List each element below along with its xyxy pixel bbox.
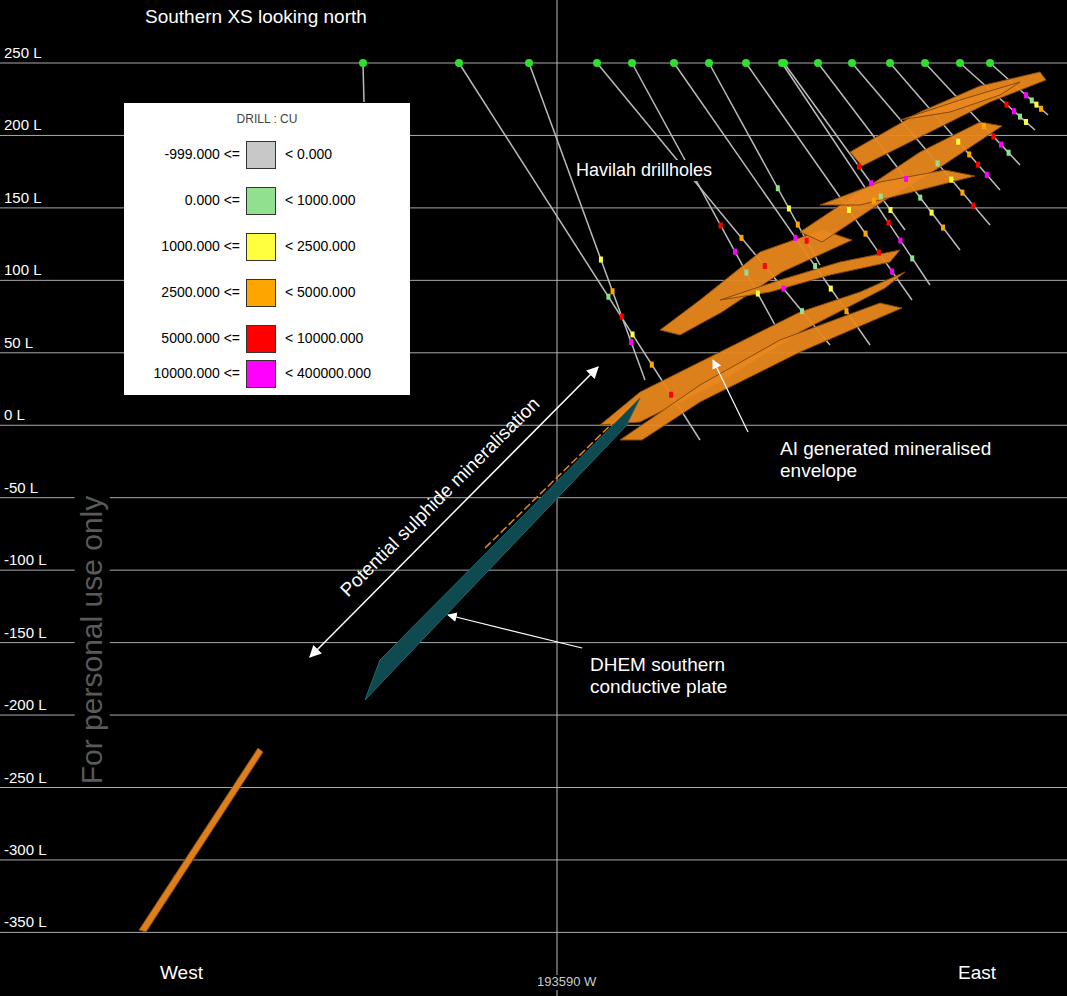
legend-swatch: [246, 187, 276, 215]
legend-range: < 1000.000: [283, 192, 357, 208]
level-label: 150 L: [4, 189, 42, 206]
legend-text: 1000.000 <=: [161, 238, 240, 254]
legend-range: < 400000.000: [283, 365, 373, 381]
drillholes: [359, 59, 1048, 440]
direction-label: West: [160, 962, 203, 984]
level-label: 50 L: [4, 334, 33, 351]
legend-range: < 0.000: [283, 146, 334, 162]
level-label: -350 L: [4, 913, 47, 930]
legend-title: DRILL : CU: [235, 113, 300, 127]
legend-text: -999.000 <=: [164, 146, 240, 162]
legend-swatch: [246, 279, 276, 307]
direction-label: East: [958, 962, 996, 984]
level-label: -300 L: [4, 841, 47, 858]
level-label: 250 L: [4, 44, 42, 61]
legend-swatch: [246, 233, 276, 261]
level-grid: [0, 63, 1067, 932]
legend-text: 10000.000 <=: [154, 365, 240, 381]
callout-label: Havilah drillholes: [574, 160, 714, 181]
watermark: For personal use only: [75, 494, 110, 787]
legend-range: < 2500.000: [283, 238, 357, 254]
level-label: -250 L: [4, 769, 47, 786]
easting-label: 193590 W: [535, 975, 598, 990]
legend-text: 0.000 <=: [185, 192, 240, 208]
section-title: Southern XS looking north: [145, 6, 367, 28]
legend-text: 2500.000 <=: [161, 284, 240, 300]
legend-range: < 10000.000: [283, 330, 365, 346]
level-label: 100 L: [4, 261, 42, 278]
level-label: 200 L: [4, 116, 42, 133]
legend-panel: [124, 103, 410, 395]
level-label: -200 L: [4, 696, 47, 713]
legend-swatch: [246, 325, 276, 353]
level-label: -100 L: [4, 551, 47, 568]
leader-line: [448, 615, 582, 648]
extent-arrow: [310, 367, 598, 657]
level-label: -50 L: [4, 479, 38, 496]
level-label: 0 L: [4, 406, 25, 423]
assay-intervals: [599, 92, 1043, 398]
leader-line: [713, 360, 748, 432]
legend-swatch: [246, 360, 276, 388]
legend-text: 5000.000 <=: [161, 330, 240, 346]
legend-range: < 5000.000: [283, 284, 357, 300]
callout-label: AI generated mineralised envelope: [778, 438, 1022, 482]
callout-label: DHEM southern conductive plate: [588, 654, 792, 698]
legend-swatch: [246, 141, 276, 169]
level-label: -150 L: [4, 624, 47, 641]
mineralised-envelope: [139, 72, 1046, 932]
